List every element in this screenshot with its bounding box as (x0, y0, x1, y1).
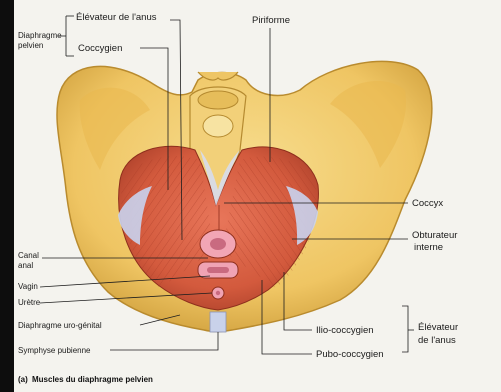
label-coccygien: Coccygien (78, 43, 122, 54)
pubic-symphysis (210, 312, 226, 332)
label-elevateur-anus-top: Élévateur de l'anus (76, 12, 157, 23)
label-pubo-coccygien: Pubo-coccygien (316, 349, 384, 360)
label-symphyse: Symphyse pubienne (18, 346, 91, 355)
caption-text: Muscles du diaphragme pelvien (32, 375, 153, 384)
caption-letter: (a) (18, 375, 28, 384)
label-diaphragme-pelvien-2: pelvien (18, 41, 43, 50)
label-elevateur-anus-right-1: Élévateur (418, 322, 458, 333)
label-diaphragme-uro: Diaphragme uro-génital (18, 321, 102, 330)
label-canal-anal-2: anal (18, 261, 33, 270)
label-obturateur-2: interne (414, 242, 443, 253)
label-obturateur-1: Obturateur (412, 230, 457, 241)
label-canal-anal-1: Canal (18, 251, 39, 260)
label-diaphragme-pelvien-1: Diaphragme (18, 31, 62, 40)
label-ilio-coccygien: Ilio-coccygien (316, 325, 374, 336)
label-vagin: Vagin (18, 282, 38, 291)
label-piriforme: Piriforme (252, 15, 290, 26)
label-uretre: Urètre (18, 298, 41, 307)
label-coccyx: Coccyx (412, 198, 443, 209)
label-elevateur-anus-right-2: de l'anus (418, 335, 456, 346)
